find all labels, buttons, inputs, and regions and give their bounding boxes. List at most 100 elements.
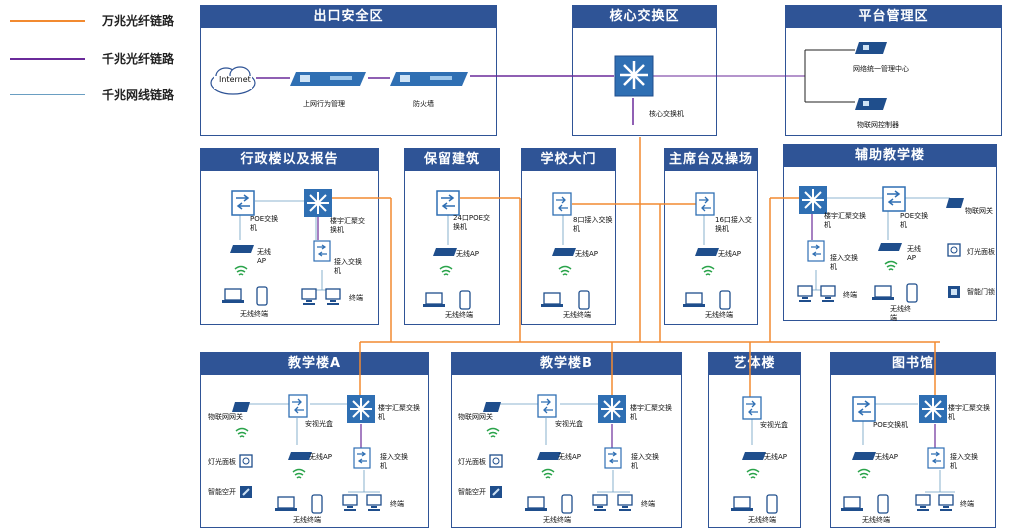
pc-icon bbox=[301, 288, 317, 310]
core-switch-label: 核心交换机 bbox=[649, 110, 684, 118]
poe-switch-icon bbox=[882, 186, 906, 216]
access-switch-icon bbox=[807, 240, 825, 266]
ap-label: 无线AP bbox=[257, 248, 271, 265]
wifi-icon bbox=[883, 257, 899, 276]
iot-gateway-icon bbox=[946, 194, 964, 213]
ap-label: 无线AP bbox=[875, 453, 899, 461]
light-panel-icon bbox=[947, 242, 961, 261]
ap-label: 无线AP bbox=[764, 453, 788, 461]
laptop-icon bbox=[222, 288, 244, 308]
access-switch-icon bbox=[604, 447, 622, 473]
panel-title: 出口安全区 bbox=[201, 6, 496, 28]
access-switch-icon bbox=[353, 447, 371, 473]
wifi-icon bbox=[485, 424, 501, 443]
wireless-terminal-label: 无线终端 bbox=[240, 310, 268, 318]
fiber-box-icon bbox=[742, 396, 762, 424]
laptop-icon bbox=[841, 496, 863, 516]
phone-icon bbox=[311, 494, 323, 518]
ap-icon bbox=[537, 447, 561, 466]
server-icon bbox=[855, 96, 887, 116]
iot-gateway-label: 物联网网关 bbox=[208, 413, 243, 421]
legend-label-1g-copper: 千兆网线链路 bbox=[102, 88, 175, 102]
legend-line-1g-fiber bbox=[10, 58, 85, 60]
pc-icon bbox=[797, 285, 813, 307]
pc-icon bbox=[938, 494, 954, 516]
poe-switch-icon bbox=[436, 190, 460, 220]
panel-title: 教学楼B bbox=[452, 353, 681, 375]
wireless-terminal-label: 无线终端 bbox=[543, 516, 571, 524]
wireless-terminal-label: 无线终端 bbox=[563, 311, 591, 319]
panel-rostrum-playground: 主席台及操场 bbox=[664, 148, 758, 325]
light-panel-label: 灯光面板 bbox=[208, 458, 236, 466]
laptop-icon bbox=[541, 292, 563, 312]
pc-icon bbox=[366, 494, 382, 516]
phone-icon bbox=[719, 290, 731, 314]
pc-icon bbox=[325, 288, 341, 310]
mgmt-center-label: 网络统一管理中心 bbox=[853, 65, 909, 73]
access-switch-icon bbox=[927, 447, 945, 473]
fiber-box-icon bbox=[537, 394, 557, 422]
legend-label-10g-fiber: 万兆光纤链路 bbox=[102, 14, 175, 28]
panel-art-building: 艺体楼 bbox=[708, 352, 801, 528]
wireless-terminal-label: 无线终端 bbox=[445, 311, 473, 319]
fiber-box-label: 安视光盒 bbox=[305, 420, 333, 428]
fiber-box-icon bbox=[288, 394, 308, 422]
wifi-icon bbox=[291, 465, 307, 484]
wifi-icon bbox=[557, 262, 573, 281]
ap-label: 无线AP bbox=[575, 250, 599, 258]
panel-title: 保留建筑 bbox=[405, 149, 499, 171]
ap-label: 无线AP bbox=[456, 250, 480, 258]
ap-icon bbox=[695, 243, 719, 262]
panel-core-switching: 核心交换区 bbox=[572, 5, 717, 136]
panel-title: 主席台及操场 bbox=[665, 149, 757, 171]
light-panel-label: 灯光面板 bbox=[458, 458, 486, 466]
pc-icon bbox=[592, 494, 608, 516]
fiber-box-label: 安视光盒 bbox=[760, 421, 788, 429]
phone-icon bbox=[256, 286, 268, 310]
smart-breaker-label: 智能空开 bbox=[458, 488, 486, 496]
panel-title: 行政楼以及报告 bbox=[201, 149, 378, 171]
poe-switch-label: POE交换机 bbox=[250, 215, 279, 232]
ap-icon bbox=[878, 238, 902, 257]
poe-switch-label: POE交换机 bbox=[873, 421, 909, 429]
light-panel-icon bbox=[239, 453, 253, 472]
ap-icon bbox=[433, 243, 457, 262]
ap-label: 无线AP bbox=[907, 245, 921, 262]
access-switch-label: 接入交换机 bbox=[380, 453, 408, 470]
fiber-box-label: 安视光盒 bbox=[555, 420, 583, 428]
ap-icon bbox=[852, 447, 876, 466]
panel-title: 艺体楼 bbox=[709, 353, 800, 375]
aggregation-switch-icon bbox=[346, 394, 376, 428]
laptop-icon bbox=[731, 496, 753, 516]
cloud-icon bbox=[208, 63, 258, 101]
laptop-icon bbox=[872, 285, 894, 305]
ap-label: 无线AP bbox=[718, 250, 742, 258]
aggregation-switch-label: 楼宇汇聚交换机 bbox=[824, 212, 866, 229]
wireless-terminal-label: 无线终端 bbox=[748, 516, 776, 524]
phone-icon bbox=[766, 494, 778, 518]
access-switch-icon bbox=[695, 192, 715, 220]
terminal-label: 终端 bbox=[641, 500, 655, 508]
ap-icon bbox=[230, 240, 254, 259]
ap-icon bbox=[552, 243, 576, 262]
wireless-terminal-label: 无线终端 bbox=[293, 516, 321, 524]
panel-title: 辅助教学楼 bbox=[784, 145, 996, 167]
ap-label: 无线AP bbox=[309, 453, 333, 461]
pc-icon bbox=[342, 494, 358, 516]
wifi-icon bbox=[234, 424, 250, 443]
access-switch-label: 接入交换机 bbox=[830, 254, 858, 271]
pc-icon bbox=[915, 494, 931, 516]
pc-icon bbox=[617, 494, 633, 516]
terminal-label: 终端 bbox=[843, 291, 857, 299]
access-switch-icon bbox=[552, 192, 572, 220]
panel-title: 平台管理区 bbox=[786, 6, 1001, 28]
panel-school-gate: 学校大门 bbox=[521, 148, 616, 325]
wireless-terminal-label: 无线终端 bbox=[862, 516, 890, 524]
wifi-icon bbox=[856, 465, 872, 484]
aggregation-switch-icon bbox=[597, 394, 627, 428]
poe-switch-label: POE交换机 bbox=[900, 212, 929, 229]
legend-line-1g-copper bbox=[10, 94, 85, 95]
router-icon bbox=[290, 68, 368, 94]
ap-icon bbox=[742, 447, 766, 466]
